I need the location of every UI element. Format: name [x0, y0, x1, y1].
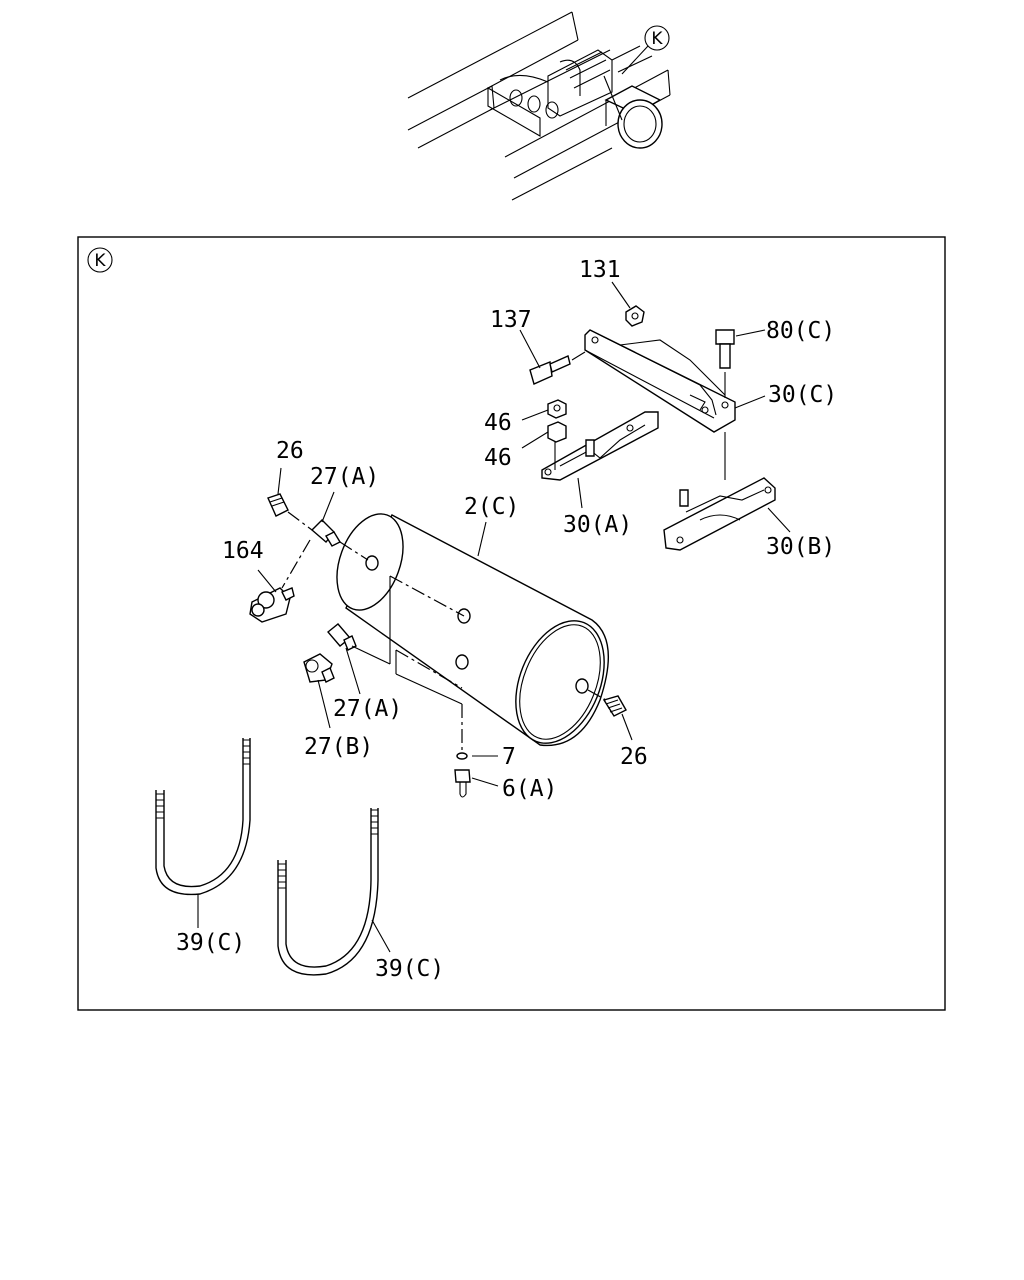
bracket-30c — [584, 329, 736, 433]
plug-26-left-icon — [267, 493, 289, 517]
label-164: 164 — [222, 538, 264, 564]
u-bolt-left-icon — [155, 738, 251, 896]
fitting-27b-icon — [303, 653, 335, 683]
label-leaders — [197, 281, 791, 953]
label-27b: 27(B) — [304, 734, 373, 760]
label-46-lower: 46 — [484, 445, 512, 471]
bolt-80c-icon — [715, 329, 735, 398]
label-131: 131 — [579, 257, 621, 283]
detail-frame — [77, 236, 946, 1011]
plug-26-right-icon — [602, 695, 627, 717]
label-30a: 30(A) — [563, 512, 632, 538]
bracket-30a — [541, 411, 659, 481]
valve-164-icon — [249, 587, 295, 623]
label-30b: 30(B) — [766, 534, 835, 560]
label-26-right: 26 — [620, 744, 648, 770]
svg-text:K: K — [94, 251, 106, 271]
nut-131-icon — [625, 305, 645, 327]
label-27a-upper: 27(A) — [310, 464, 379, 490]
label-39c-left: 39(C) — [176, 930, 245, 956]
dash-leaders — [281, 511, 607, 752]
label-2c: 2(C) — [464, 494, 519, 520]
fitting-27a-lower-icon — [326, 623, 357, 651]
drain-valve-icon — [454, 752, 471, 798]
label-137: 137 — [490, 307, 532, 333]
label-26-left: 26 — [276, 438, 304, 464]
bolt-137-icon — [529, 351, 586, 385]
label-39c-right: 39(C) — [375, 956, 444, 982]
label-30c: 30(C) — [768, 382, 837, 408]
nut-46-upper-icon — [547, 399, 567, 419]
u-bolt-right-icon — [277, 808, 379, 976]
label-6a: 6(A) — [502, 776, 557, 802]
label-80c: 80(C) — [766, 318, 835, 344]
overview-callout: K — [651, 29, 663, 49]
label-27a-lower: 27(A) — [333, 696, 402, 722]
chassis-overview: K — [407, 11, 671, 201]
fitting-27a-upper-icon — [310, 519, 341, 547]
solid-leaders — [351, 576, 463, 705]
label-46-upper: 46 — [484, 410, 512, 436]
label-7: 7 — [502, 744, 516, 770]
detail-callout: K — [87, 247, 113, 273]
air-tank — [336, 513, 610, 747]
bracket-30b — [663, 477, 776, 551]
nut-46-lower-icon — [547, 421, 567, 443]
